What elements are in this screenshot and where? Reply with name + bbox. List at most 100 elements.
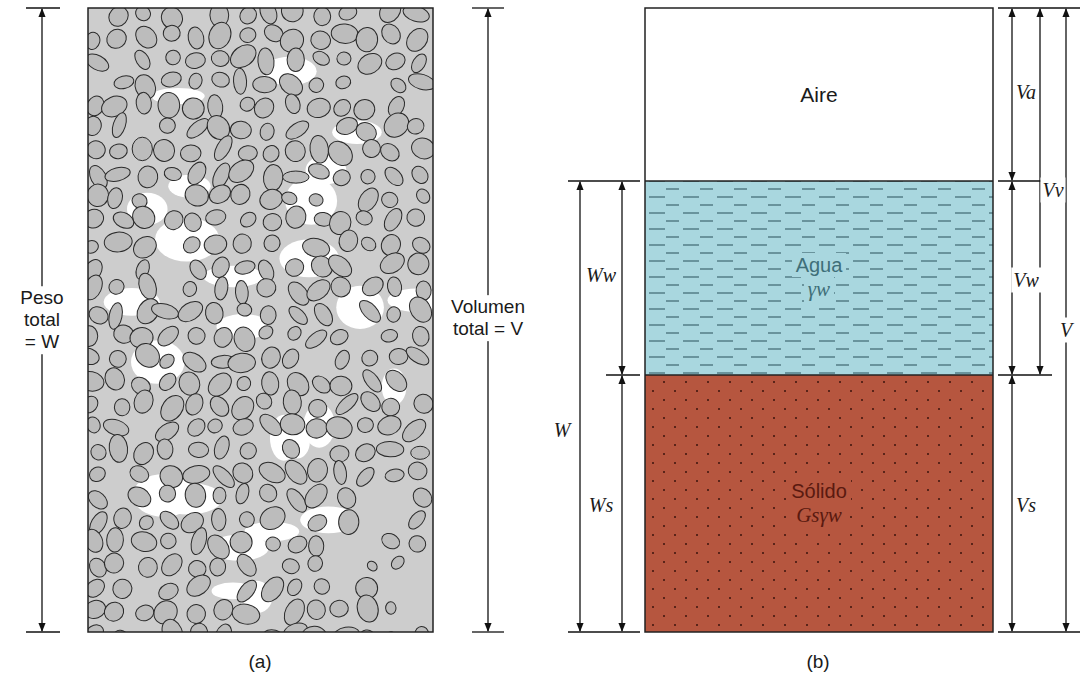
soil-particle <box>262 212 283 232</box>
soil-particle <box>101 598 128 625</box>
soil-particle <box>110 111 130 139</box>
figure-caption: (b) <box>804 650 831 674</box>
soil-particle <box>88 575 108 600</box>
soil-particle <box>230 120 252 139</box>
soil-particle <box>334 74 352 90</box>
soil-particle <box>88 369 106 393</box>
soil-particle <box>88 464 108 484</box>
soil-particle <box>184 415 208 439</box>
soil-particle <box>256 481 280 506</box>
soil-particle <box>409 163 432 187</box>
soil-particle <box>377 140 403 165</box>
soil-particle <box>180 145 201 163</box>
soil-particle <box>405 116 426 136</box>
soil-particle <box>279 346 302 371</box>
soil-particle <box>88 239 100 255</box>
soil-particle <box>88 326 98 347</box>
soil-particle <box>212 622 234 632</box>
soil-particle <box>385 602 396 615</box>
soil-particle <box>103 231 133 253</box>
soil-particle <box>204 301 225 325</box>
soil-sample <box>88 8 433 632</box>
soil-particle <box>156 391 189 425</box>
soil-particle <box>265 536 282 553</box>
soil-particle <box>206 181 234 207</box>
soil-particle <box>360 169 375 184</box>
soil-particle <box>106 277 126 297</box>
soil-particle <box>158 530 179 551</box>
soil-particle <box>253 76 277 93</box>
soil-particle <box>413 624 431 632</box>
soil-particle <box>102 550 127 576</box>
soil-particle <box>359 234 379 253</box>
soil-particle <box>381 397 401 417</box>
soil-particle <box>159 117 176 133</box>
soil-particle <box>308 192 324 207</box>
soil-particle <box>236 302 253 318</box>
soil-particle <box>188 441 209 458</box>
soil-particle <box>281 557 302 576</box>
soil-particle <box>257 573 288 606</box>
soil-particle <box>354 184 382 215</box>
soil-particle <box>405 251 431 278</box>
soil-particle <box>231 416 256 438</box>
dimension-label: Vw <box>1011 268 1041 293</box>
soil-particle <box>324 414 355 441</box>
soil-particle <box>137 165 159 189</box>
soil-particle <box>285 324 304 343</box>
soil-particle <box>313 8 331 26</box>
soil-particle <box>181 210 204 234</box>
soil-particle <box>204 208 227 227</box>
soil-particle <box>238 26 258 45</box>
soil-particle <box>330 23 358 45</box>
soil-particle <box>409 484 433 511</box>
soil-particle <box>408 51 429 75</box>
soil-particle <box>283 171 309 183</box>
soil-particle <box>286 303 311 327</box>
soil-particle <box>257 186 286 212</box>
soil-particle <box>385 306 401 324</box>
soil-particle <box>112 506 134 530</box>
soil-particle <box>212 434 232 461</box>
soil-particle <box>103 165 131 184</box>
soil-particle <box>238 510 257 529</box>
soil-particle <box>279 436 303 461</box>
soil-particle <box>162 24 181 42</box>
dimension-label: Va <box>1014 80 1038 105</box>
soil-particle <box>308 399 328 419</box>
soil-particle <box>305 417 328 439</box>
soil-particle <box>334 485 359 512</box>
soil-particle <box>187 72 204 91</box>
dimension-lines <box>998 8 1080 632</box>
soil-particle <box>88 115 103 137</box>
soil-particle <box>88 183 110 208</box>
soil-particle <box>305 457 329 484</box>
soil-particle <box>338 509 359 535</box>
dimension-lines <box>26 8 504 632</box>
soil-particle <box>398 415 429 446</box>
soil-particle <box>102 365 128 393</box>
soil-particle <box>180 233 203 256</box>
soil-particle <box>378 20 404 47</box>
soil-particle <box>187 327 206 345</box>
soil-particle <box>209 254 233 280</box>
soil-particle <box>283 92 303 116</box>
soil-particle <box>151 137 178 165</box>
soil-particle <box>381 205 406 234</box>
soil-particle <box>337 8 359 22</box>
soil-particle <box>260 305 277 325</box>
soil-particle <box>88 303 111 327</box>
soil-particle <box>300 480 331 512</box>
soil-particle <box>136 271 160 302</box>
soil-particle <box>105 8 132 30</box>
soil-particle <box>305 511 330 534</box>
soil-particle <box>210 70 231 89</box>
phase-box: Aire <box>645 8 993 181</box>
soil-particles <box>88 8 433 632</box>
soil-particle <box>330 96 354 120</box>
soil-particle <box>132 137 152 160</box>
soil-particle <box>106 528 124 553</box>
soil-particle <box>131 22 161 52</box>
soil-particle <box>211 508 226 531</box>
soil-particle <box>108 142 128 160</box>
